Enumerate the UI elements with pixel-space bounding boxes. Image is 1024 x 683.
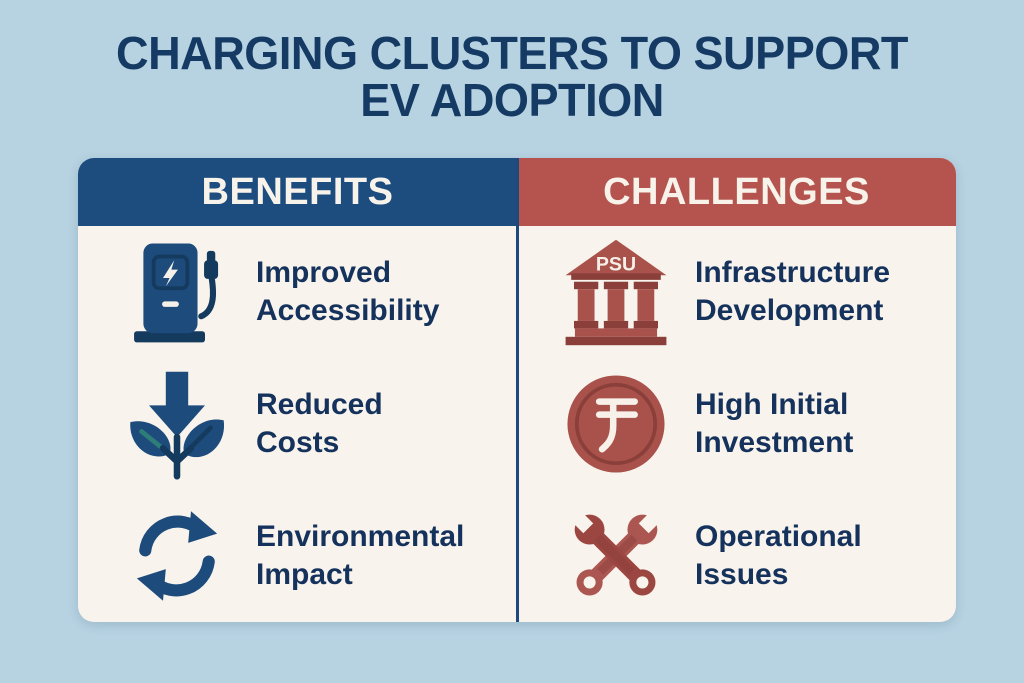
label-line: Impact <box>256 558 353 591</box>
challenge-label: Infrastructure Development <box>695 254 890 330</box>
challenge-item-operational-issues: Operational Issues <box>517 490 956 622</box>
psu-label: PSU <box>596 254 636 276</box>
benefit-label: Reduced Costs <box>256 386 383 462</box>
bank-building-icon: PSU <box>555 233 677 351</box>
page-title: CHARGING CLUSTERS TO SUPPORT EV ADOPTION <box>10 0 1014 124</box>
challenge-label: Operational Issues <box>695 518 862 594</box>
card-body: Improved Accessibility <box>78 226 956 622</box>
label-line: Costs <box>256 426 340 459</box>
label-line: Development <box>695 294 884 327</box>
label-line: Improved <box>256 256 392 290</box>
challenge-label: High Initial Investment <box>695 386 853 462</box>
challenges-column: PSU <box>517 226 956 622</box>
label-line: Reduced <box>256 388 383 422</box>
column-divider <box>515 158 519 622</box>
label-line: Operational <box>695 520 862 554</box>
challenges-header: CHALLENGES <box>517 158 956 226</box>
title-line-2: EV ADOPTION <box>360 73 664 126</box>
column-headers: BENEFITS CHALLENGES <box>78 158 956 226</box>
label-line: Investment <box>695 426 854 459</box>
benefit-item-environmental-impact: Environmental Impact <box>78 490 517 622</box>
benefit-label: Environmental Impact <box>256 518 464 594</box>
benefits-header: BENEFITS <box>78 158 517 226</box>
label-line: Environmental <box>256 520 465 554</box>
title-line-1: CHARGING CLUSTERS TO SUPPORT <box>116 27 908 79</box>
label-line: Infrastructure <box>695 256 891 290</box>
benefits-column: Improved Accessibility <box>78 226 517 622</box>
rupee-coin-icon <box>555 365 677 483</box>
label-line: High Initial <box>695 388 849 422</box>
label-line: Accessibility <box>256 294 440 327</box>
label-line: Issues <box>695 558 789 591</box>
ev-charging-station-icon <box>116 233 238 351</box>
crossed-wrenches-icon <box>555 497 677 615</box>
benefit-item-reduced-costs: Reduced Costs <box>78 358 517 490</box>
comparison-card: BENEFITS CHALLENGES <box>78 158 956 622</box>
challenge-item-infrastructure-development: PSU <box>517 226 956 358</box>
benefit-label: Improved Accessibility <box>256 254 439 330</box>
benefit-item-improved-accessibility: Improved Accessibility <box>78 226 517 358</box>
challenge-item-high-initial-investment: High Initial Investment <box>517 358 956 490</box>
cost-down-arrow-plant-icon <box>116 365 238 483</box>
recycle-cycle-arrows-icon <box>116 497 238 615</box>
